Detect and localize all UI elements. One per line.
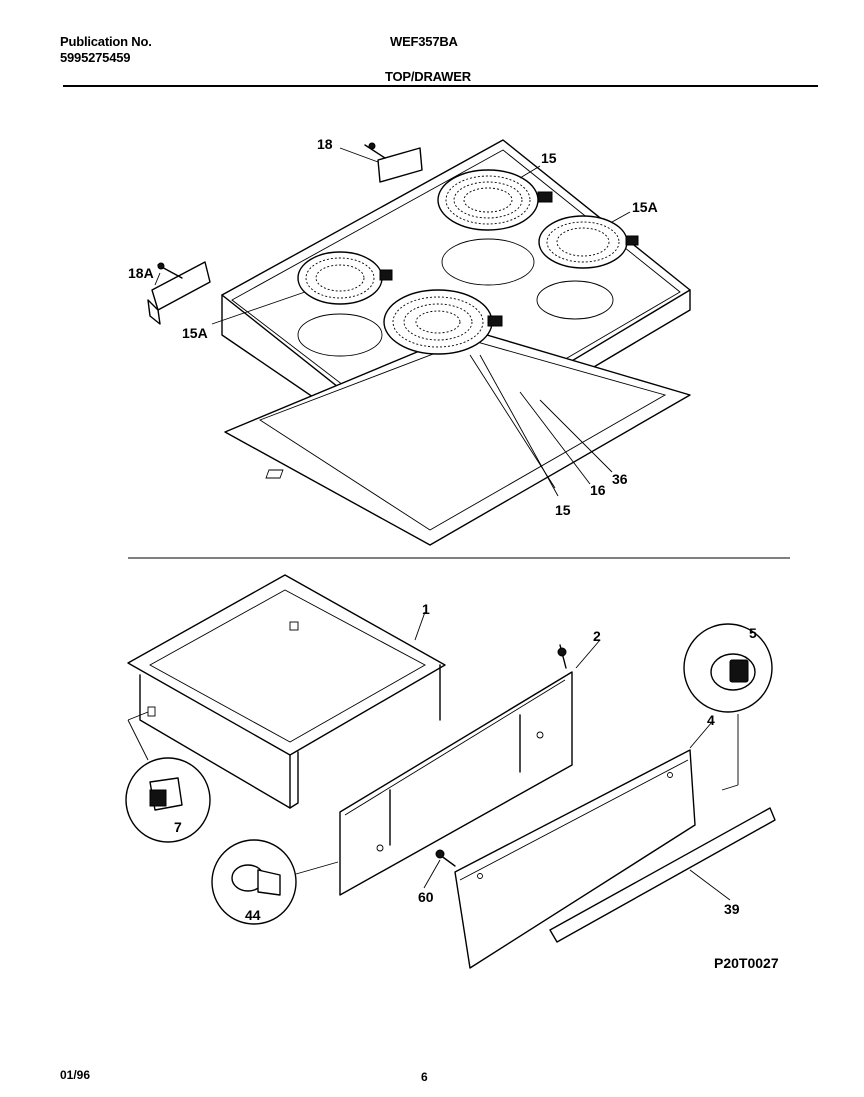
surface-element-15-bottom (383, 289, 503, 355)
callout-16: 16 (590, 482, 606, 498)
inset-circle-part-5 (683, 623, 773, 713)
publication-number: 5995275459 (60, 50, 131, 65)
callout-5: 5 (749, 625, 757, 641)
leader-lines-bottom (127, 611, 739, 901)
section-title: TOP/DRAWER (385, 69, 471, 84)
callout-7: 7 (174, 819, 182, 835)
bracket-18 (364, 142, 423, 183)
surface-element-15a-left (297, 251, 393, 305)
base-pan (224, 329, 691, 546)
surface-element-15-top (437, 169, 553, 231)
model-number: WEF357BA (390, 34, 458, 49)
callout-18: 18 (317, 136, 333, 152)
inset-circle-part-44 (211, 839, 297, 925)
figure-code: P20T0027 (714, 955, 779, 971)
callout-15a-right: 15A (632, 199, 658, 215)
surface-element-15a-right (538, 215, 639, 269)
handle-39 (549, 807, 776, 943)
publication-label: Publication No. (60, 34, 152, 49)
callout-15a-left: 15A (182, 325, 208, 341)
drawer-panel-4 (454, 749, 696, 969)
callout-36: 36 (612, 471, 628, 487)
callout-60: 60 (418, 889, 434, 905)
header-rule (63, 85, 818, 87)
inset-circle-part-7 (125, 757, 211, 843)
callout-1: 1 (422, 601, 430, 617)
callout-2: 2 (593, 628, 601, 644)
callout-44: 44 (245, 907, 261, 923)
callout-18a: 18A (128, 265, 154, 281)
callout-39: 39 (724, 901, 740, 917)
drawer-body-1 (127, 574, 446, 809)
leader-lines-top (154, 147, 631, 497)
bracket-18a (147, 261, 211, 325)
drawer-front-panel-2 (339, 644, 573, 896)
footer-date: 01/96 (60, 1068, 91, 1082)
callout-4: 4 (707, 712, 715, 728)
screw-60 (435, 849, 456, 867)
callout-15-top: 15 (541, 150, 557, 166)
footer-page-number: 6 (421, 1070, 428, 1084)
callout-15-bottom: 15 (555, 502, 571, 518)
